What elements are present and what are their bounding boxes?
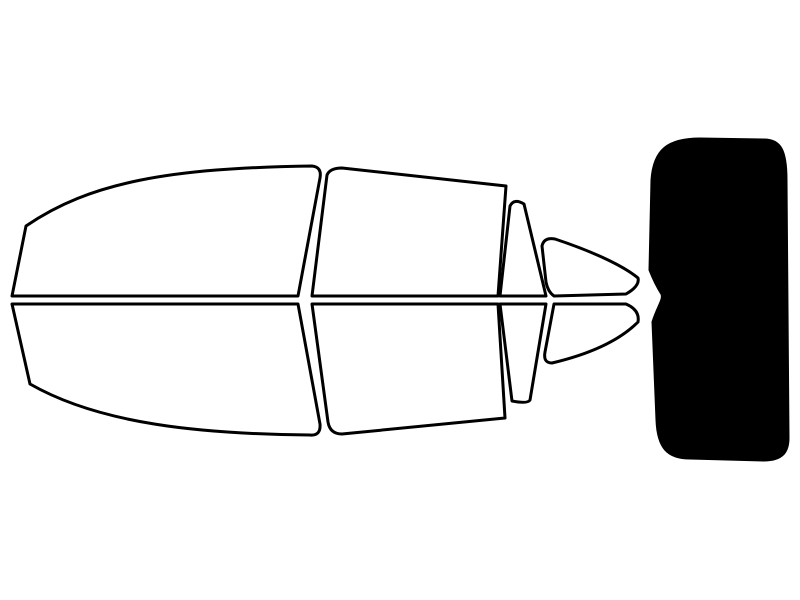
right-rear-door-window[interactable]: [310, 302, 507, 436]
right-rear-vent-window[interactable]: [498, 302, 548, 404]
left-front-door-window[interactable]: [10, 164, 322, 298]
left-rear-vent-window[interactable]: [498, 199, 548, 298]
right-quarter-window[interactable]: [543, 302, 640, 365]
rear-windshield[interactable]: [648, 137, 790, 462]
left-rear-door-window[interactable]: [310, 166, 508, 298]
left-quarter-window[interactable]: [540, 237, 640, 298]
right-front-door-window[interactable]: [10, 302, 322, 437]
